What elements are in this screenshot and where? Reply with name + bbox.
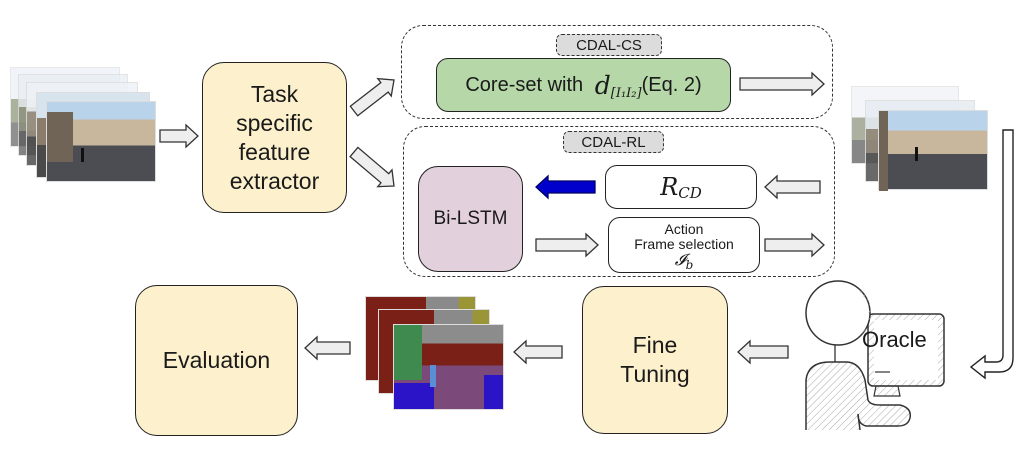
fine-tuning-line: Fine [632,332,678,358]
coreset-subscript: [I₁I₂] [610,85,642,101]
arrow-extractor-to-rl [349,146,395,188]
arrow-oracle-to-finetune [737,339,789,365]
cdal-cs-group [401,25,833,119]
reward-box: R CD [605,165,757,209]
action-box: Action Frame selection 𝓘b [608,217,760,273]
evaluation-box: Evaluation [135,285,298,436]
segmentation-map [393,324,504,410]
evaluation-label: Evaluation [162,347,271,373]
feature-extractor-line: feature [238,138,311,165]
feature-extractor-line: Task [250,80,299,107]
fine-tuning-line: Tuning [620,361,690,387]
reward-math: R [660,173,679,201]
oracle-label: Oracle [862,327,927,352]
action-line: Action [664,220,704,237]
arrow-frames-to-oracle [969,129,1014,380]
bilstm-label: Bi-LSTM [433,208,508,229]
cdal-rl-tag: CDAL-RL [563,131,664,153]
arrow-action-to-output [764,232,825,258]
feature-extractor-line: specific [236,109,313,136]
feature-extractor-line: extractor [229,167,320,194]
coreset-suffix: (Eq. 2) [641,73,702,96]
arrow-bilstm-to-action [535,232,599,258]
arrow-maps-to-evaluation [304,335,351,361]
bilstm-box: Bi-LSTM [418,166,523,272]
coreset-math: d [594,70,611,100]
selected-frame [878,110,988,191]
arrow-input-to-extractor [159,123,199,149]
action-subscript: b [685,257,694,272]
reward-subscript: CD [678,184,702,202]
feature-extractor-box: Task specific feature extractor [202,62,347,213]
coreset-prefix: Core-set with [465,73,589,96]
cdal-rl-group [403,126,835,277]
arrow-finetune-to-maps [513,339,563,365]
arrow-extractor-to-cs [349,77,395,117]
action-math: 𝓘 [674,249,686,269]
fine-tuning-box: Fine Tuning [582,286,728,434]
cdal-cs-tag: CDAL-CS [556,34,662,56]
action-line: Frame selection [634,235,734,252]
person-body-icon [805,361,912,431]
input-frame [46,101,156,182]
arrow-to-reward [764,174,821,200]
coreset-box: Core-set with d [I₁I₂] (Eq. 2) [436,58,731,112]
arrow-cs-to-output [739,71,825,97]
arrow-reward-to-bilstm [535,174,596,200]
